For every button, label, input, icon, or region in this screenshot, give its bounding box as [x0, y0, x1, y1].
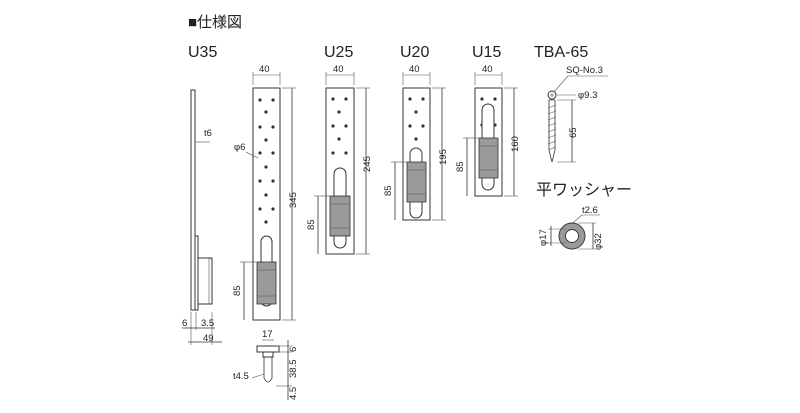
dim-u20-width: 40 — [409, 64, 420, 75]
dim-bolt-17: 17 — [262, 329, 273, 340]
label-washer: 平ワッシャー — [536, 182, 632, 199]
dim-u15-85: 85 — [455, 161, 466, 172]
section-title: ■仕様図 — [188, 14, 242, 31]
u35-front-view: 40 φ6 345 85 — [232, 64, 299, 321]
label-u20: U20 — [400, 44, 429, 61]
label-u35: U35 — [188, 44, 217, 61]
dim-bolt-6: 6 — [288, 347, 299, 352]
label-u25: U25 — [324, 44, 353, 61]
u25-view: 40 245 85 — [306, 64, 373, 255]
dim-tba-head: φ9.3 — [578, 90, 597, 101]
dim-u35-6: 6 — [182, 318, 187, 329]
dim-u25-85: 85 — [306, 219, 317, 230]
dim-bolt-38-5: 38.5 — [288, 360, 299, 379]
dim-tba-length: 65 — [568, 127, 579, 138]
tba65-screw: SQ-No.3 φ9.3 65 — [547, 65, 608, 163]
dim-washer-outer: φ32 — [593, 233, 604, 250]
bolt-detail: 17 6 38.5 4.5 t4.5 — [233, 329, 299, 400]
dim-u25-length: 245 — [362, 156, 373, 172]
dim-u35-hole: φ6 — [234, 142, 245, 153]
dim-u15-width: 40 — [482, 64, 493, 75]
label-u15: U15 — [472, 44, 501, 61]
dim-u35-width: 40 — [259, 64, 270, 75]
dim-u20-85: 85 — [383, 185, 394, 196]
dim-washer-thickness: t2.6 — [582, 205, 598, 216]
dim-u35-thickness: t6 — [204, 128, 212, 139]
dim-washer-inner: φ17 — [538, 229, 549, 246]
dim-bolt-4-5: 4.5 — [288, 387, 299, 400]
dim-u25-width: 40 — [333, 64, 344, 75]
dim-u35-49: 49 — [203, 333, 214, 344]
dim-u15-length: 160 — [510, 136, 521, 152]
dim-u35-length: 345 — [288, 192, 299, 208]
label-tba65: TBA-65 — [534, 44, 588, 61]
dim-u35-3-5: 3.5 — [201, 318, 214, 329]
u35-side-view: t6 6 3.5 49 — [182, 89, 222, 345]
dim-bolt-t45: t4.5 — [233, 371, 249, 382]
dim-u20-length: 195 — [438, 149, 449, 165]
dim-tba-sq: SQ-No.3 — [566, 65, 603, 76]
dim-u35-85: 85 — [232, 285, 243, 296]
flat-washer: t2.6 φ17 φ32 — [538, 205, 604, 250]
u15-view: 40 160 85 — [455, 64, 521, 197]
u20-view: 40 195 85 — [383, 64, 449, 221]
